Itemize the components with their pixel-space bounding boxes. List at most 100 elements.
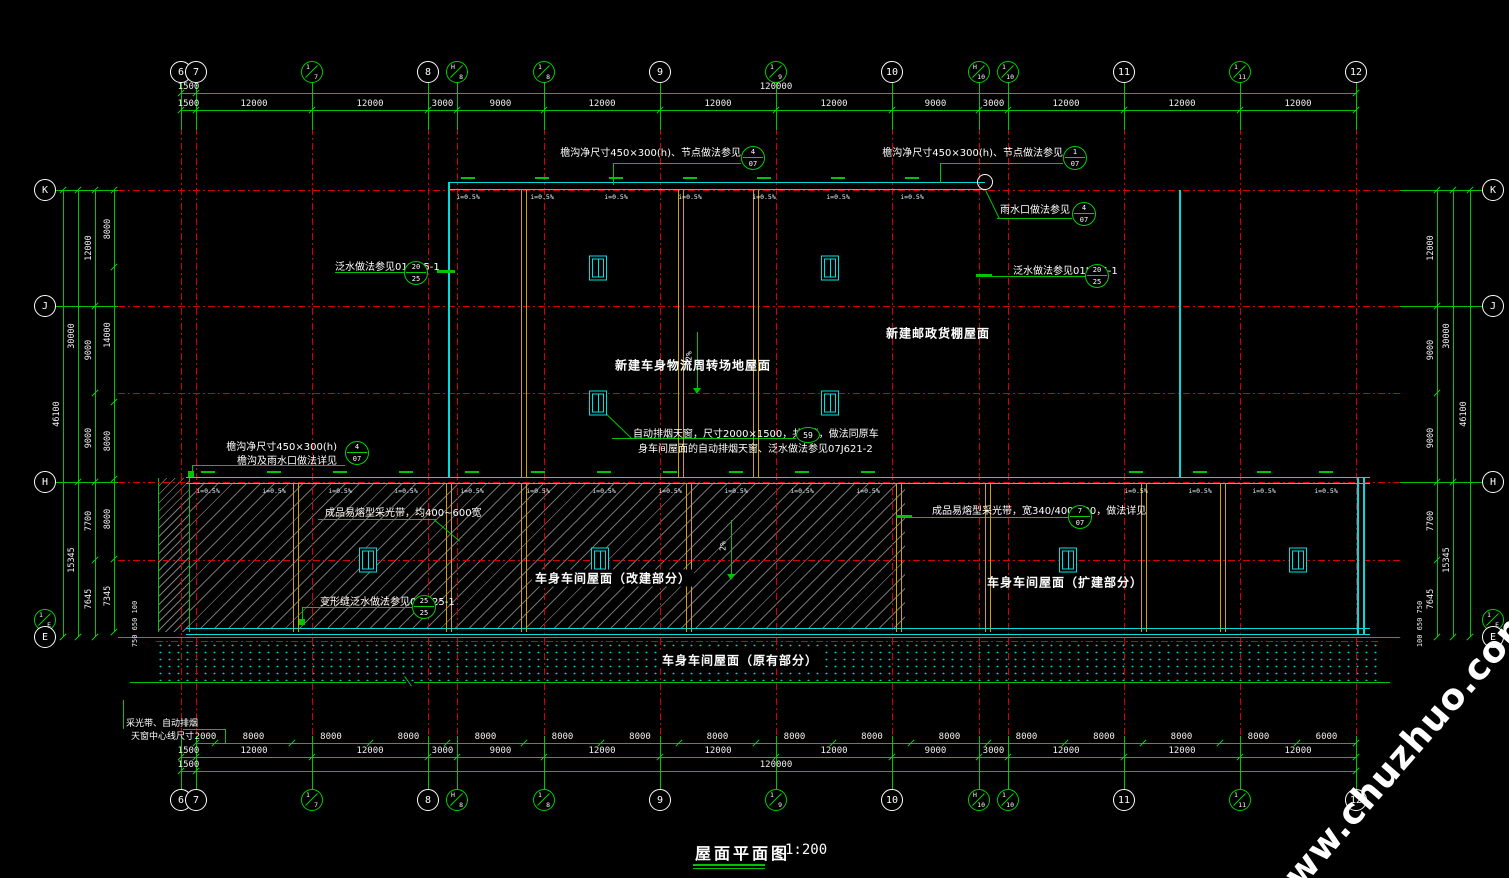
- slope-dash: [399, 471, 413, 473]
- dim-label-top: 12000: [1168, 99, 1196, 109]
- label-extension-roof: 车身车间屋面（扩建部分）: [986, 575, 1144, 590]
- axis-stub: [892, 736, 893, 790]
- gutter-slope-label: i=0.5%: [262, 487, 286, 495]
- dim-line: [114, 190, 115, 632]
- leader-line: [940, 163, 941, 183]
- axis-bubble-8: 8: [417, 789, 439, 811]
- beam-line-upper: [753, 190, 759, 478]
- dim-label-right: 12000: [1426, 235, 1436, 261]
- existing-roof-bottom-line: [414, 682, 1390, 683]
- axis-number: 1: [306, 63, 310, 71]
- dim-label-bottom: 12000: [704, 746, 732, 756]
- bubble-number: 7: [1077, 507, 1083, 515]
- beam-line-lower: [446, 484, 452, 632]
- dim-label-right: 7700: [1426, 510, 1436, 532]
- bottom-gutter-line: [186, 634, 1370, 635]
- axis-stub: [312, 736, 313, 790]
- gutter-slope-label: i=0.5%: [1188, 487, 1212, 495]
- axis-bubble-E: E: [1482, 626, 1504, 648]
- dim-label-bottom: 8000: [551, 732, 574, 742]
- axis-stub: [660, 82, 661, 130]
- gutter-slope-label: i=0.5%: [1314, 487, 1338, 495]
- axis-number: 1: [1002, 63, 1006, 71]
- detail-bubble: 4 07: [1072, 202, 1096, 226]
- bubble-number: 1: [1072, 148, 1078, 156]
- axis-number: 8: [459, 73, 463, 81]
- gutter-slope-label: i=0.5%: [826, 193, 850, 201]
- axis-stub: [181, 736, 182, 790]
- dim-line: [78, 190, 79, 637]
- gutter-slope-label: i=0.5%: [1252, 487, 1276, 495]
- slope-dash: [663, 471, 677, 473]
- axis-stub: [776, 82, 777, 130]
- detail-bubble: 20 25: [1085, 264, 1109, 288]
- dim-label-top: 12000: [1052, 99, 1080, 109]
- dim-label-left: 30000: [67, 323, 77, 349]
- dim-label-right: 46100: [1459, 400, 1469, 427]
- axis-number: 11: [1238, 801, 1246, 809]
- axis-number: 7: [314, 73, 318, 81]
- grid-line-vertical: [428, 128, 429, 736]
- axis-number: H: [973, 791, 977, 799]
- axis-number: 1: [1234, 63, 1238, 71]
- beam-line-lower: [985, 484, 991, 632]
- skylight: [591, 547, 609, 573]
- note-flashing-left: 泛水做法参见01J925-1: [335, 262, 440, 273]
- axis-number: 1: [1234, 791, 1238, 799]
- main-gutter-line: [186, 477, 1370, 478]
- slope-dash: [531, 471, 545, 473]
- leader-line: [978, 276, 1085, 277]
- dim-label-bottom: 8000: [1247, 732, 1270, 742]
- dim-label-top: 1500: [177, 82, 200, 92]
- dim-label-bottom: 8000: [397, 732, 420, 742]
- rebuild-roof-hatch: [190, 484, 905, 628]
- grid-line-vertical: [1008, 128, 1009, 736]
- dim-label-bottom: 8000: [320, 732, 342, 742]
- leader-line: [605, 413, 632, 439]
- title-underline: [693, 864, 765, 866]
- dim-label-bottom: 12000: [588, 746, 616, 756]
- grid-line-vertical: [181, 128, 182, 736]
- beam-line-upper: [678, 190, 684, 478]
- skylight: [821, 255, 839, 281]
- dim-label-top: 12000: [588, 99, 616, 109]
- dim-label-right: 30000: [1442, 323, 1452, 349]
- dim-label-left: 9000: [84, 339, 94, 360]
- axis-stub: [1400, 190, 1482, 191]
- dim-label-bottom: 8000: [861, 732, 883, 742]
- leader-line: [612, 438, 796, 439]
- dim-label-bottom: 3000: [431, 746, 454, 756]
- leader-line: [905, 517, 1068, 518]
- dim-label-bottom: 9000: [489, 746, 512, 756]
- gutter-slope-label: i=0.5%: [460, 487, 484, 495]
- dim-tick: [1433, 633, 1441, 641]
- axis-number: 10: [977, 801, 985, 809]
- top-gutter-line: [448, 182, 985, 183]
- bubble-sheet: 07: [1075, 519, 1085, 527]
- gutter-slope-label: i=0.5%: [790, 487, 814, 495]
- bubble-number: 20: [1092, 266, 1102, 274]
- axis-number: 10: [1006, 801, 1014, 809]
- dim-label-left: 46100: [52, 400, 62, 427]
- gutter-slope-label: i=0.5%: [530, 193, 554, 201]
- grid-line-vertical: [892, 128, 893, 736]
- beam-line-lower: [521, 484, 527, 632]
- dim-label-bottom: 1500: [177, 760, 200, 770]
- axis-stub: [196, 736, 197, 790]
- gutter-slope-label: i=0.5%: [678, 193, 702, 201]
- axis-number: 8: [546, 801, 550, 809]
- axis-bubble-10: 10: [881, 789, 903, 811]
- grid-line-vertical: [776, 128, 777, 736]
- main-gutter-line: [186, 483, 1370, 484]
- leader-line: [613, 163, 741, 164]
- dim-line: [1470, 190, 1471, 637]
- axis-stub: [1124, 736, 1125, 790]
- axis-stub: [1356, 82, 1357, 130]
